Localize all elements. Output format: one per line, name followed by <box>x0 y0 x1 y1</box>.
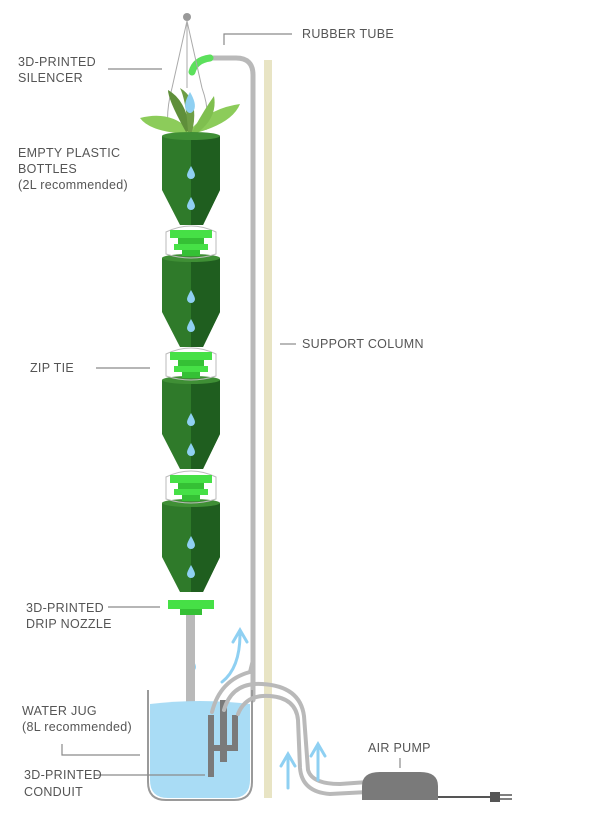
label-support-column: SUPPORT COLUMN <box>302 337 424 351</box>
svg-text:SILENCER: SILENCER <box>18 71 83 85</box>
svg-text:ZIP TIE: ZIP TIE <box>30 361 74 375</box>
svg-text:DRIP NOZZLE: DRIP NOZZLE <box>26 617 112 631</box>
svg-text:AIR PUMP: AIR PUMP <box>368 741 431 755</box>
leader-lines <box>61 33 401 776</box>
svg-text:SUPPORT COLUMN: SUPPORT COLUMN <box>302 337 424 351</box>
airflow-arrows-icon <box>220 627 327 790</box>
water-drops <box>186 166 196 672</box>
label-water-jug: WATER JUG (8L recommended) <box>22 704 132 734</box>
label-conduit: 3D-PRINTED CONDUIT <box>24 768 102 799</box>
label-zip-tie: ZIP TIE <box>30 361 74 375</box>
silencer-drop-icon <box>185 92 195 113</box>
svg-text:CONDUIT: CONDUIT <box>24 785 83 799</box>
bottle-1 <box>162 132 220 225</box>
svg-text:RUBBER TUBE: RUBBER TUBE <box>302 27 394 41</box>
svg-text:WATER JUG: WATER JUG <box>22 704 97 718</box>
connector-1 <box>165 225 217 259</box>
air-pump <box>362 772 512 802</box>
svg-text:EMPTY PLASTIC: EMPTY PLASTIC <box>18 146 120 160</box>
connector-2 <box>165 347 217 381</box>
svg-text:(8L recommended): (8L recommended) <box>22 720 132 734</box>
support-column <box>264 60 272 798</box>
svg-text:(2L recommended): (2L recommended) <box>18 178 128 192</box>
label-drip-nozzle: 3D-PRINTED DRIP NOZZLE <box>26 601 112 631</box>
air-tubes <box>210 658 370 797</box>
label-rubber-tube: RUBBER TUBE <box>302 27 394 41</box>
drip-nozzle <box>168 600 214 615</box>
svg-text:3D-PRINTED: 3D-PRINTED <box>26 601 104 615</box>
bottle-connectors <box>165 225 217 615</box>
conduit <box>208 700 238 777</box>
svg-text:3D-PRINTED: 3D-PRINTED <box>18 55 96 69</box>
rubber-tube <box>188 54 256 703</box>
label-silencer: 3D-PRINTED SILENCER <box>18 55 96 85</box>
label-air-pump: AIR PUMP <box>368 741 431 755</box>
svg-text:3D-PRINTED: 3D-PRINTED <box>24 768 102 782</box>
svg-text:BOTTLES: BOTTLES <box>18 162 77 176</box>
drip-pipe <box>186 615 195 705</box>
label-bottles: EMPTY PLASTIC BOTTLES (2L recommended) <box>18 146 128 192</box>
connector-3 <box>165 470 217 504</box>
